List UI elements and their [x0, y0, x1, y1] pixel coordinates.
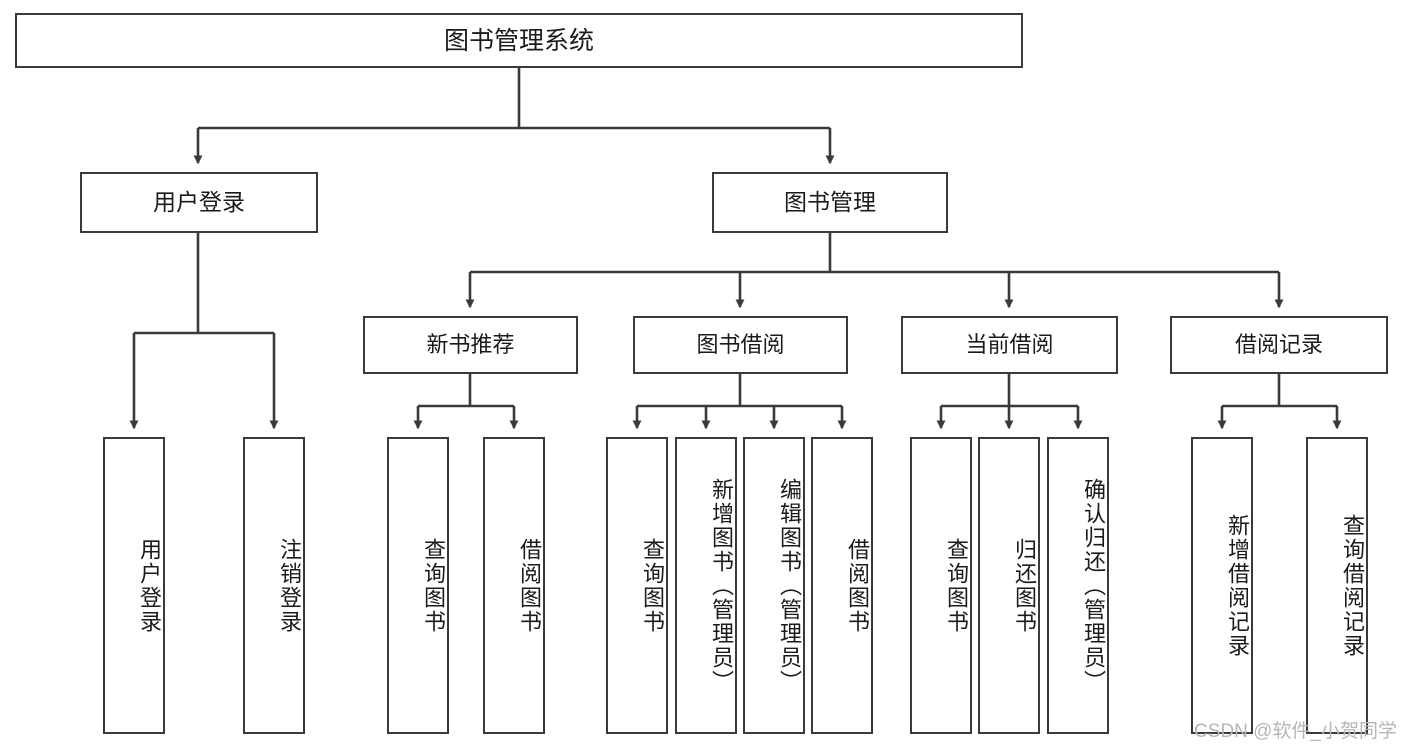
- node-user-login[interactable]: 用户登录: [80, 172, 318, 233]
- node-leaf-add-book-admin[interactable]: 新增图书（管理员）: [675, 437, 737, 734]
- node-label: 用户登录: [137, 537, 162, 634]
- node-leaf-query-book-current[interactable]: 查询图书: [910, 437, 972, 734]
- node-label: 新增图书（管理员）: [709, 477, 734, 694]
- node-label: 借阅记录: [1234, 331, 1323, 357]
- node-label: 用户登录: [153, 188, 245, 215]
- node-label: 编辑图书（管理员）: [777, 477, 802, 694]
- node-label: 查询图书: [944, 537, 969, 634]
- node-leaf-query-book-borrow[interactable]: 查询图书: [606, 437, 668, 734]
- node-leaf-return-book[interactable]: 归还图书: [978, 437, 1040, 734]
- node-leaf-query-borrow-record[interactable]: 查询借阅记录: [1306, 437, 1368, 734]
- node-leaf-query-book-recommend[interactable]: 查询图书: [387, 437, 449, 734]
- node-label: 图书管理系统: [443, 26, 594, 55]
- node-label: 注销登录: [277, 537, 302, 634]
- node-book-borrow[interactable]: 图书借阅: [633, 316, 848, 374]
- node-leaf-edit-book-admin[interactable]: 编辑图书（管理员）: [743, 437, 805, 734]
- node-label: 借阅图书: [517, 537, 542, 634]
- node-leaf-confirm-return-admin[interactable]: 确认归还（管理员）: [1047, 437, 1109, 734]
- node-leaf-add-borrow-record[interactable]: 新增借阅记录: [1191, 437, 1253, 734]
- node-book-management[interactable]: 图书管理: [712, 172, 948, 233]
- node-label: 图书管理: [784, 188, 876, 215]
- node-leaf-user-login[interactable]: 用户登录: [103, 437, 165, 734]
- node-leaf-borrow-book[interactable]: 借阅图书: [811, 437, 873, 734]
- node-leaf-logout[interactable]: 注销登录: [243, 437, 305, 734]
- node-label: 新书推荐: [426, 331, 515, 357]
- node-label: 查询图书: [421, 537, 446, 634]
- node-new-book-recommend[interactable]: 新书推荐: [363, 316, 578, 374]
- node-label: 借阅图书: [845, 537, 870, 634]
- csdn-watermark: CSDN @软件_小贺同学: [1194, 721, 1397, 742]
- node-label: 确认归还（管理员）: [1081, 477, 1106, 694]
- node-current-borrow[interactable]: 当前借阅: [901, 316, 1118, 374]
- node-leaf-borrow-book-recommend[interactable]: 借阅图书: [483, 437, 545, 734]
- node-label: 归还图书: [1012, 537, 1037, 634]
- node-root-book-management-system[interactable]: 图书管理系统: [15, 13, 1023, 68]
- node-label: 查询借阅记录: [1340, 513, 1365, 658]
- node-borrow-record[interactable]: 借阅记录: [1170, 316, 1388, 374]
- node-label: 图书借阅: [696, 331, 785, 357]
- node-label: 查询图书: [640, 537, 665, 634]
- node-label: 新增借阅记录: [1225, 513, 1250, 658]
- node-label: 当前借阅: [965, 331, 1054, 357]
